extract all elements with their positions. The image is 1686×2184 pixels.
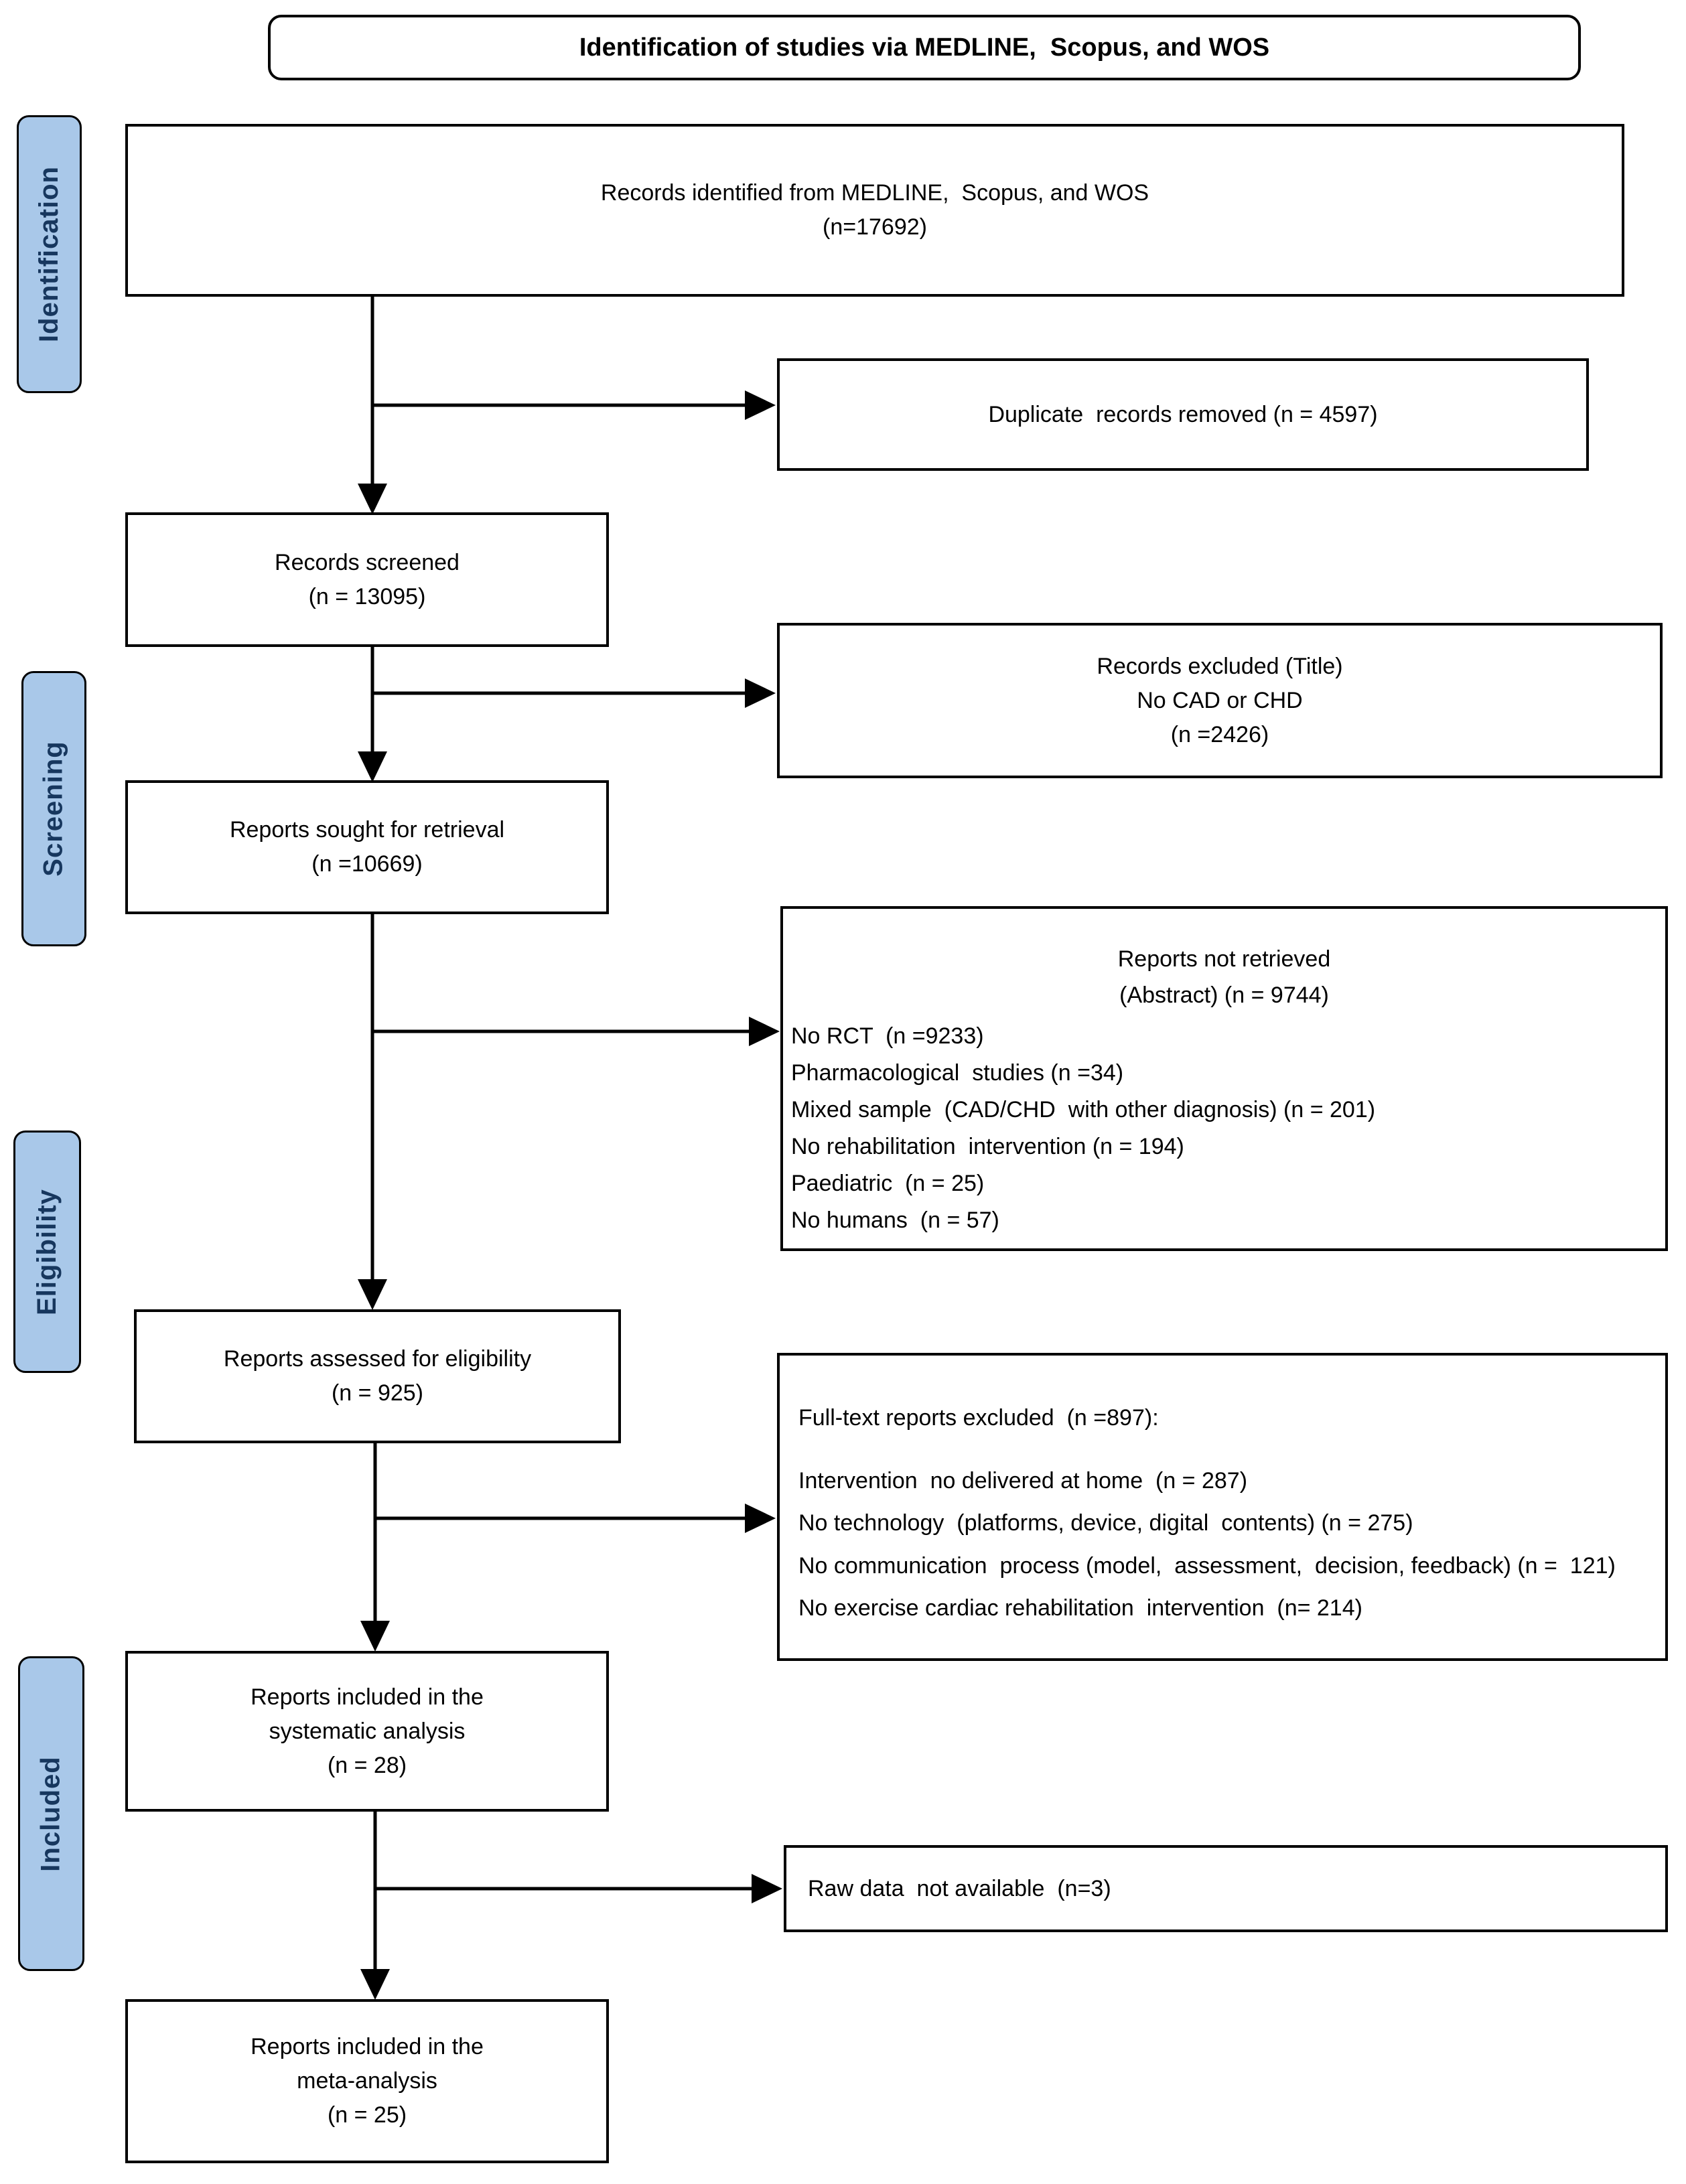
box-records-identified-text: Records identified from MEDLINE, Scopus,… bbox=[600, 180, 1149, 240]
stage-label-identification: Identification bbox=[17, 115, 82, 393]
arrow-systematic-to-meta bbox=[360, 1812, 390, 2000]
box-records-excluded-text: Records excluded (Title) No CAD or CHD (… bbox=[1097, 653, 1343, 747]
arrow-sought-to-assessed bbox=[358, 914, 387, 1310]
arrow-to-fulltext-excluded bbox=[375, 1504, 776, 1533]
stage-label-included-text: Included bbox=[36, 1755, 66, 1872]
arrow-to-reports-not-retrieved bbox=[372, 1017, 780, 1046]
box-reports-sought-text: Reports sought for retrieval (n =10669) bbox=[229, 817, 505, 877]
box-records-screened: Records screened (n = 13095) bbox=[125, 512, 609, 647]
box-reports-sought: Reports sought for retrieval (n =10669) bbox=[125, 780, 609, 914]
box-reports-assessed: Reports assessed for eligibility (n = 92… bbox=[134, 1309, 621, 1443]
box-reports-assessed-text: Reports assessed for eligibility (n = 92… bbox=[223, 1346, 532, 1406]
box-included-meta: Reports included in the meta-analysis (n… bbox=[125, 1999, 609, 2163]
arrow-assessed-to-systematic bbox=[360, 1443, 390, 1652]
not-retrieved-reason: No rehabilitation intervention (n = 194) bbox=[791, 1134, 1184, 1160]
box-fulltext-excluded-content: Full-text reports excluded (n =897): Int… bbox=[780, 1356, 1665, 1625]
stage-label-identification-text: Identification bbox=[34, 166, 64, 342]
stage-label-screening: Screening bbox=[21, 671, 86, 946]
box-duplicates-removed-text: Duplicate records removed (n = 4597) bbox=[988, 401, 1378, 427]
stage-label-included: Included bbox=[18, 1656, 84, 1971]
not-retrieved-reason: Pharmacological studies (n =34) bbox=[791, 1060, 1124, 1086]
arrow-to-records-excluded bbox=[372, 678, 776, 708]
box-records-screened-text: Records screened (n = 13095) bbox=[275, 549, 460, 609]
box-reports-not-retrieved: Reports not retrieved (Abstract) (n = 97… bbox=[780, 906, 1668, 1251]
stage-label-eligibility-text: Eligibility bbox=[32, 1188, 62, 1315]
box-raw-data-unavailable: Raw data not available (n=3) bbox=[784, 1845, 1668, 1932]
box-fulltext-excluded: Full-text reports excluded (n =897): Int… bbox=[777, 1353, 1668, 1661]
fulltext-excluded-reason: Intervention no delivered at home (n = 2… bbox=[798, 1468, 1248, 1494]
not-retrieved-reason: No RCT (n =9233) bbox=[791, 1023, 984, 1049]
diagram-title: Identification of studies via MEDLINE, S… bbox=[268, 15, 1581, 80]
box-records-identified: Records identified from MEDLINE, Scopus,… bbox=[125, 124, 1624, 297]
box-raw-data-unavailable-text: Raw data not available (n=3) bbox=[808, 1875, 1111, 1901]
stage-label-screening-text: Screening bbox=[39, 741, 68, 877]
diagram-title-text: Identification of studies via MEDLINE, S… bbox=[579, 33, 1270, 62]
box-duplicates-removed: Duplicate records removed (n = 4597) bbox=[777, 358, 1589, 471]
box-reports-not-retrieved-heading: Reports not retrieved (Abstract) (n = 97… bbox=[1117, 946, 1331, 1009]
not-retrieved-reason: Paediatric (n = 25) bbox=[791, 1171, 985, 1197]
arrow-to-duplicates-removed bbox=[372, 390, 776, 420]
fulltext-excluded-reason: No technology (platforms, device, digita… bbox=[798, 1510, 1413, 1536]
box-reports-not-retrieved-list: No RCT (n =9233) Pharmacological studies… bbox=[783, 1014, 1665, 1239]
arrow-identified-to-screened bbox=[358, 296, 387, 514]
arrow-to-raw-data bbox=[375, 1874, 782, 1903]
not-retrieved-reason: Mixed sample (CAD/CHD with other diagnos… bbox=[791, 1096, 1376, 1122]
arrow-screened-to-sought bbox=[358, 647, 387, 782]
fulltext-excluded-reason: No communication process (model, assessm… bbox=[798, 1552, 1616, 1579]
box-records-excluded: Records excluded (Title) No CAD or CHD (… bbox=[777, 623, 1663, 778]
box-included-systematic-text: Reports included in the systematic analy… bbox=[251, 1684, 484, 1778]
not-retrieved-reason: No humans (n = 57) bbox=[791, 1208, 999, 1234]
fulltext-excluded-reason: No exercise cardiac rehabilitation inter… bbox=[798, 1595, 1362, 1621]
box-fulltext-excluded-heading: Full-text reports excluded (n =897): bbox=[798, 1405, 1159, 1431]
stage-label-eligibility: Eligibility bbox=[13, 1131, 81, 1373]
box-included-meta-text: Reports included in the meta-analysis (n… bbox=[251, 2034, 484, 2128]
box-included-systematic: Reports included in the systematic analy… bbox=[125, 1651, 609, 1812]
